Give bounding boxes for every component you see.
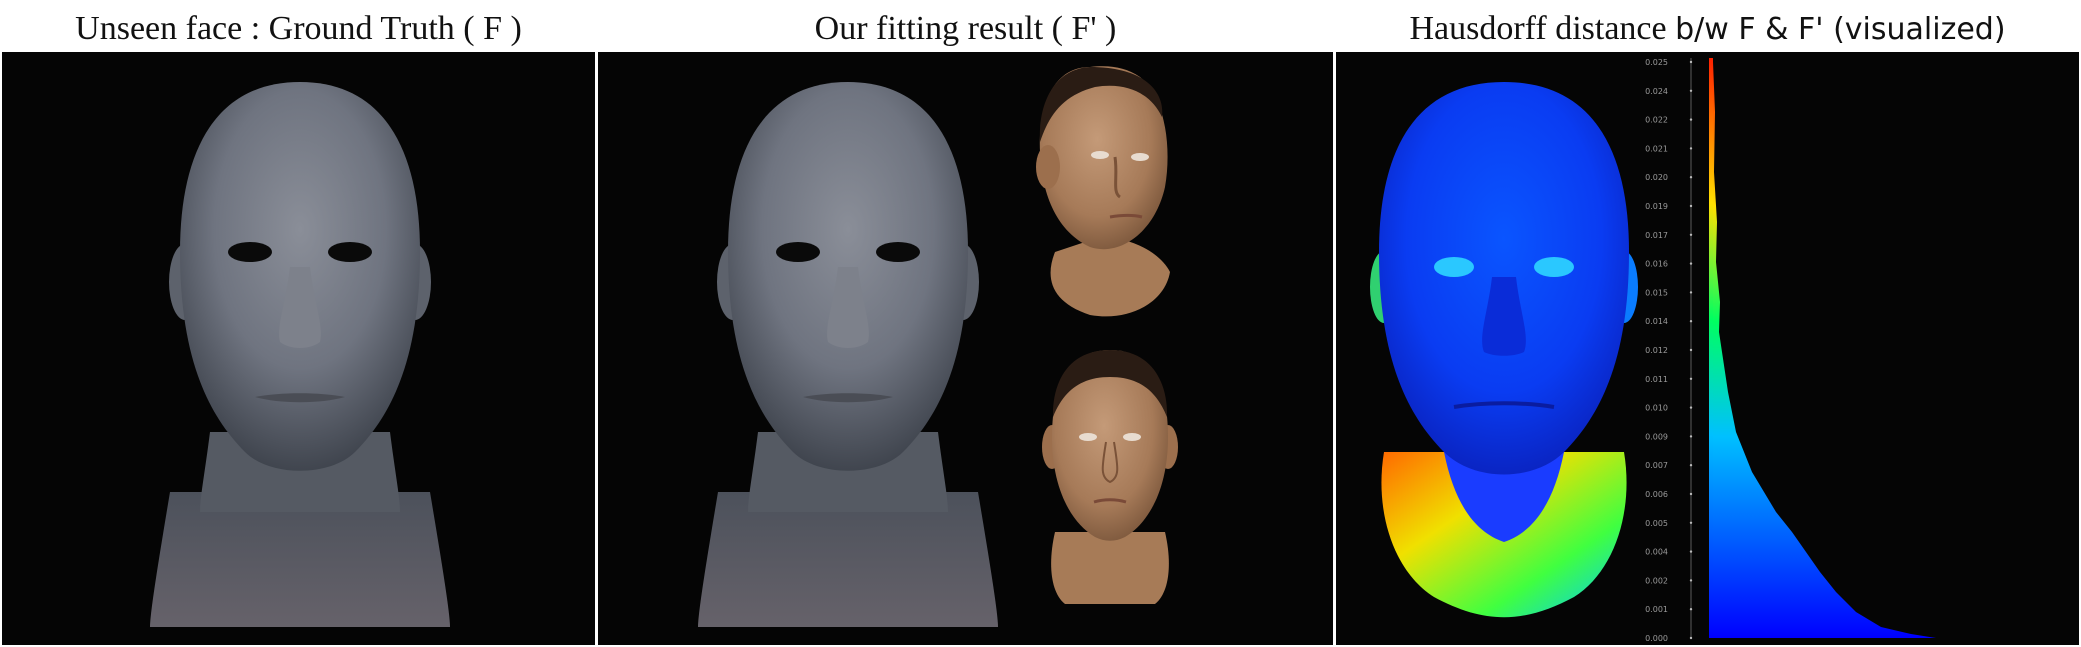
- distance-color-scale: 0.025 0.024 0.022 0.021 0.020 0.019 0.017 0.016…: [1645, 58, 1936, 643]
- fitting-result-render: [698, 66, 1178, 627]
- scale-tick-mark: [1689, 406, 1693, 409]
- scale-tick-mark: [1689, 233, 1693, 236]
- scale-tick-mark: [1689, 435, 1693, 438]
- scale-tick-mark: [1689, 608, 1693, 611]
- scale-tick-label: 0.024: [1645, 87, 1668, 96]
- hausdorff-panel: 0.025 0.024 0.022 0.021 0.020 0.019 0.017 0.016…: [1336, 52, 2079, 645]
- scale-tick-label: 0.017: [1645, 231, 1668, 240]
- fitted-grey-head: [698, 82, 998, 627]
- scale-tick-label: 0.016: [1645, 260, 1668, 269]
- scale-tick-label: 0.015: [1645, 288, 1668, 297]
- scale-tick-mark: [1689, 636, 1693, 640]
- scale-tick-mark: [1689, 89, 1693, 92]
- scale-tick-mark: [1689, 377, 1693, 380]
- scale-tick-label: 0.020: [1645, 173, 1668, 182]
- textured-head-frontal: [1042, 350, 1178, 604]
- scale-tick-mark: [1689, 176, 1693, 179]
- scale-tick-labels: 0.025 0.024 0.022 0.021 0.020 0.019 0.017 0.016…: [1645, 58, 1693, 643]
- scale-tick-mark: [1689, 60, 1693, 64]
- textured-head-three-quarter: [1036, 66, 1170, 317]
- caption-hausdorff-main: Hausdorff distance: [1409, 10, 1676, 47]
- scale-tick-mark: [1689, 320, 1693, 323]
- scale-tick-mark: [1689, 464, 1693, 467]
- ground-truth-panel: [2, 52, 595, 645]
- scale-tick-label: 0.011: [1645, 375, 1668, 384]
- scale-tick-label: 0.000: [1645, 634, 1668, 643]
- heatmap-head: [1370, 82, 1638, 618]
- caption-hausdorff-mono: b/w F & F' (visualized): [1675, 12, 2006, 47]
- caption-ground-truth: Unseen face : Ground Truth ( F ): [75, 10, 522, 47]
- scale-tick-label: 0.005: [1645, 519, 1668, 528]
- scale-tick-label: 0.019: [1645, 202, 1668, 211]
- scale-tick-label: 0.010: [1645, 404, 1668, 413]
- scale-tick-mark: [1689, 521, 1693, 524]
- ground-truth-head-render: [150, 82, 450, 627]
- scale-tick-label: 0.012: [1645, 346, 1668, 355]
- scale-tick-mark: [1689, 492, 1693, 496]
- scale-tick-mark: [1689, 550, 1693, 553]
- scale-color-bar: [1709, 58, 1713, 638]
- fitting-result-panel: [598, 52, 1333, 645]
- caption-fitting-result: Our fitting result ( F' ): [814, 10, 1117, 47]
- scale-tick-mark: [1689, 579, 1693, 582]
- scale-tick-mark: [1689, 291, 1693, 294]
- scale-tick-mark: [1689, 348, 1693, 352]
- scale-tick-mark: [1689, 262, 1693, 265]
- scale-tick-mark: [1689, 204, 1693, 208]
- scale-tick-mark: [1689, 147, 1693, 150]
- scale-tick-label: 0.002: [1645, 576, 1668, 585]
- hausdorff-heatmap-render: 0.025 0.024 0.022 0.021 0.020 0.019 0.017 0.016…: [1370, 58, 1936, 643]
- scale-tick-label: 0.007: [1645, 461, 1668, 470]
- scale-tick-mark: [1689, 118, 1693, 121]
- scale-tick-label: 0.021: [1645, 144, 1668, 153]
- scale-tick-label: 0.004: [1645, 548, 1668, 557]
- distance-histogram: [1713, 62, 1936, 638]
- scale-tick-label: 0.014: [1645, 317, 1668, 326]
- caption-hausdorff: Hausdorff distance b/w F & F' (visualize…: [1336, 8, 2079, 50]
- scale-tick-label: 0.022: [1645, 116, 1668, 125]
- scale-tick-label: 0.009: [1645, 432, 1668, 441]
- scale-tick-label: 0.001: [1645, 605, 1668, 614]
- scale-tick-label: 0.006: [1645, 490, 1668, 499]
- scale-tick-label: 0.025: [1645, 58, 1668, 67]
